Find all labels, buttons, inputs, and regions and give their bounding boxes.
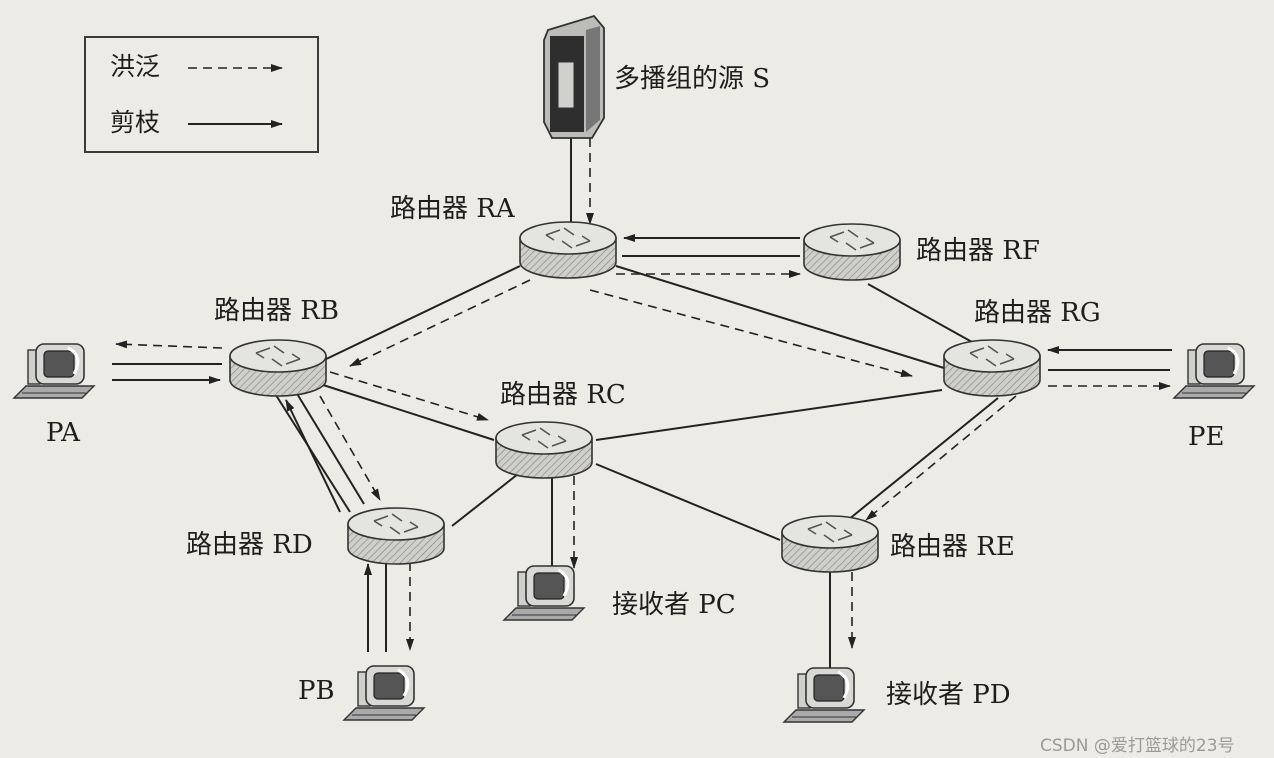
- watermark: CSDN @爱打篮球的23号: [1040, 731, 1235, 756]
- link-rf-rg: [868, 284, 972, 342]
- host-pc-icon: [504, 566, 584, 620]
- host-pa-label: PA: [46, 420, 80, 446]
- link-ra-rb: [320, 266, 520, 362]
- source-label: 多播组的源 S: [614, 66, 770, 92]
- router-ra-icon: [520, 222, 616, 278]
- link-rg-re: [848, 398, 998, 520]
- host-pa-icon: [14, 344, 94, 398]
- host-pd-icon: [784, 668, 864, 722]
- host-pe-label: PE: [1188, 424, 1224, 450]
- legend-flood-label: 洪泛: [110, 54, 160, 79]
- router-re-icon: [782, 516, 878, 572]
- link-rc-re: [596, 464, 780, 540]
- link-rb-rd-2: [296, 392, 364, 504]
- link-rc-rd: [452, 474, 518, 526]
- host-pe-icon: [1174, 344, 1254, 398]
- link-rc-rg: [596, 390, 942, 440]
- link-rb-rc: [320, 384, 494, 440]
- source-server-icon: [544, 16, 604, 138]
- router-ra-label: 路由器 RA: [390, 196, 515, 222]
- host-pb-icon: [344, 666, 424, 720]
- flood-ra-rb: [350, 280, 530, 366]
- host-pb-label: PB: [298, 678, 335, 704]
- flood-rg-re: [866, 396, 1016, 520]
- host-pd-label: 接收者 PD: [886, 682, 1011, 708]
- flood-ra-rg: [590, 290, 912, 376]
- router-rf-label: 路由器 RF: [916, 238, 1040, 264]
- router-rc-icon: [496, 422, 592, 478]
- router-rd-icon: [348, 508, 444, 564]
- router-rf-icon: [804, 224, 900, 280]
- router-rb-icon: [230, 340, 326, 396]
- legend-prune-label: 剪枝: [110, 110, 160, 135]
- link-ra-rg: [616, 266, 944, 368]
- host-pc-label: 接收者 PC: [612, 592, 736, 618]
- router-rd-label: 路由器 RD: [186, 532, 313, 558]
- router-rg-icon: [944, 340, 1040, 396]
- router-rb-label: 路由器 RB: [214, 298, 339, 324]
- flood-rb-pa: [116, 344, 222, 348]
- router-rg-label: 路由器 RG: [974, 300, 1101, 326]
- router-rc-label: 路由器 RC: [500, 382, 626, 408]
- router-re-label: 路由器 RE: [890, 534, 1015, 560]
